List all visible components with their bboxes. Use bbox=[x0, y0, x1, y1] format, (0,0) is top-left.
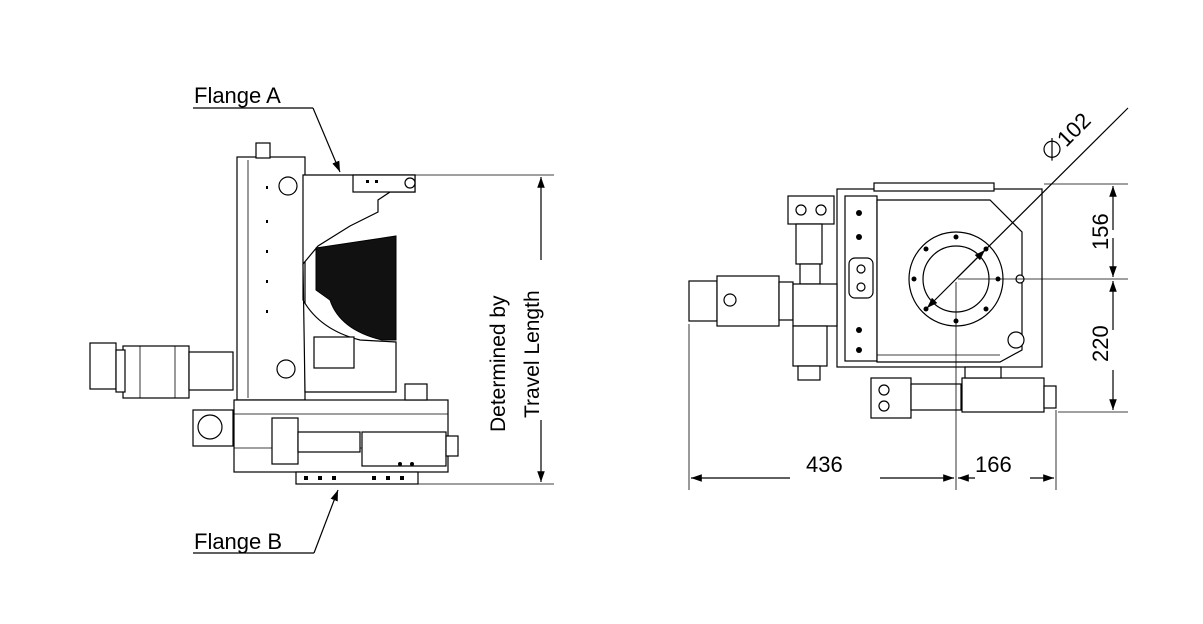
dim-220-label: 220 bbox=[1088, 325, 1113, 362]
travel-label-line2: Travel Length bbox=[521, 290, 544, 418]
side-window bbox=[848, 257, 874, 299]
dim-156-label: 156 bbox=[1088, 213, 1113, 250]
side-view bbox=[89, 142, 459, 485]
actuator bbox=[271, 417, 299, 465]
flange-b-plate bbox=[295, 471, 419, 485]
side-cover bbox=[313, 336, 355, 369]
top-knob bbox=[255, 142, 271, 159]
bellows bbox=[315, 235, 397, 341]
travel-length-dimension: Determined by Travel Length bbox=[415, 174, 554, 485]
travel-label-line1: Determined by bbox=[487, 295, 510, 432]
column-hole-lower bbox=[276, 359, 296, 379]
lower-clamp bbox=[870, 377, 912, 419]
horizontal-dimensions: 436 166 bbox=[688, 324, 1057, 490]
vertical-dimensions: 156 220 bbox=[1044, 183, 1128, 413]
flange-b-label: Flange B bbox=[194, 529, 282, 554]
column-hole bbox=[278, 176, 298, 196]
flange-a-callout: Flange A bbox=[193, 83, 341, 173]
flange-b-callout: Flange B bbox=[193, 489, 339, 554]
flange-a-label: Flange A bbox=[194, 83, 281, 108]
dim-166-label: 166 bbox=[975, 452, 1012, 477]
top-view bbox=[688, 182, 1057, 419]
right-motor-end bbox=[688, 280, 718, 322]
lower-actuator bbox=[961, 377, 1045, 413]
upper-clamp bbox=[787, 195, 835, 225]
motor-body bbox=[122, 345, 190, 399]
motor-end bbox=[89, 342, 117, 390]
dim-436-label: 436 bbox=[806, 452, 843, 477]
column-body bbox=[236, 156, 306, 401]
